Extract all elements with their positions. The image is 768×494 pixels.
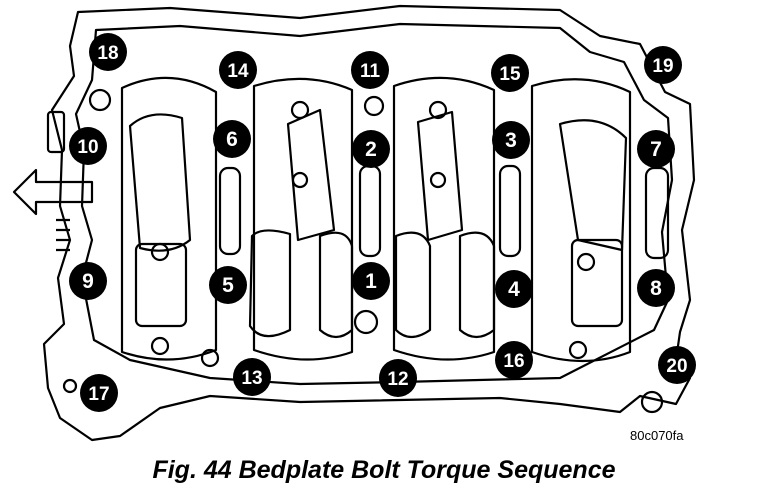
bolt-marker-14: 14	[219, 51, 257, 89]
bolt-marker-20: 20	[658, 346, 696, 384]
bolt-marker-circle	[352, 262, 390, 300]
bolt-marker-label: 5	[222, 274, 234, 297]
bolt-marker-label: 15	[499, 64, 521, 85]
bolt-marker-label: 2	[365, 138, 377, 161]
bolt-marker-10: 10	[69, 127, 107, 165]
figure-code: 80c070fa	[630, 428, 684, 443]
bolt-marker-5: 5	[209, 266, 247, 304]
bolt-marker-circle	[495, 270, 533, 308]
bolt-marker-label: 20	[666, 356, 687, 377]
bolt-marker-circle	[492, 121, 530, 159]
bolt-marker-8: 8	[637, 269, 675, 307]
bolt-marker-circle	[213, 120, 251, 158]
bolt-marker-15: 15	[491, 54, 529, 92]
bolt-marker-6: 6	[213, 120, 251, 158]
bolt-marker-label: 6	[226, 128, 238, 151]
bolt-marker-circle	[495, 341, 533, 379]
bolt-marker-9: 9	[69, 262, 107, 300]
bolt-marker-circle	[80, 374, 118, 412]
bolt-marker-circle	[644, 46, 682, 84]
bolt-marker-label: 14	[227, 61, 249, 82]
bolt-marker-label: 13	[241, 368, 262, 389]
bolt-marker-circle	[491, 54, 529, 92]
bolt-marker-circle	[379, 359, 417, 397]
bolt-marker-18: 18	[89, 33, 127, 71]
bolt-marker-circle	[658, 346, 696, 384]
bolt-marker-label: 12	[387, 369, 408, 390]
bolt-marker-label: 19	[652, 56, 673, 77]
bolt-marker-circle	[351, 51, 389, 89]
bolt-marker-7: 7	[637, 130, 675, 168]
bedplate-outline	[12, 4, 696, 442]
bolt-marker-11: 11	[351, 51, 389, 89]
bolt-marker-circle	[69, 262, 107, 300]
bolt-marker-circle	[89, 33, 127, 71]
bolt-marker-13: 13	[233, 358, 271, 396]
bolt-marker-circle	[219, 51, 257, 89]
bolt-marker-label: 16	[503, 351, 524, 372]
bolt-marker-1: 1	[352, 262, 390, 300]
bolt-marker-17: 17	[80, 374, 118, 412]
bolt-marker-label: 10	[77, 137, 98, 158]
bolt-marker-circle	[209, 266, 247, 304]
bolt-marker-4: 4	[495, 270, 533, 308]
bolt-marker-label: 18	[97, 43, 118, 64]
bolt-marker-19: 19	[644, 46, 682, 84]
bolt-marker-16: 16	[495, 341, 533, 379]
bolt-marker-label: 1	[365, 270, 377, 293]
bolt-marker-circle	[233, 358, 271, 396]
bolt-marker-circle	[352, 130, 390, 168]
bolt-marker-label: 7	[650, 138, 662, 161]
figure-caption: Fig. 44 Bedplate Bolt Torque Sequence	[152, 456, 616, 484]
bolt-marker-label: 8	[650, 277, 662, 300]
bolt-marker-3: 3	[492, 121, 530, 159]
bolt-marker-circle	[69, 127, 107, 165]
bolt-marker-label: 3	[505, 129, 517, 152]
bolt-marker-label: 17	[88, 384, 109, 405]
bolt-marker-2: 2	[352, 130, 390, 168]
bolt-marker-label: 4	[508, 278, 520, 301]
bolt-marker-circle	[637, 130, 675, 168]
bolt-marker-12: 12	[379, 359, 417, 397]
bolt-marker-label: 9	[82, 270, 94, 293]
bolt-marker-label: 11	[360, 61, 381, 82]
bolt-marker-circle	[637, 269, 675, 307]
